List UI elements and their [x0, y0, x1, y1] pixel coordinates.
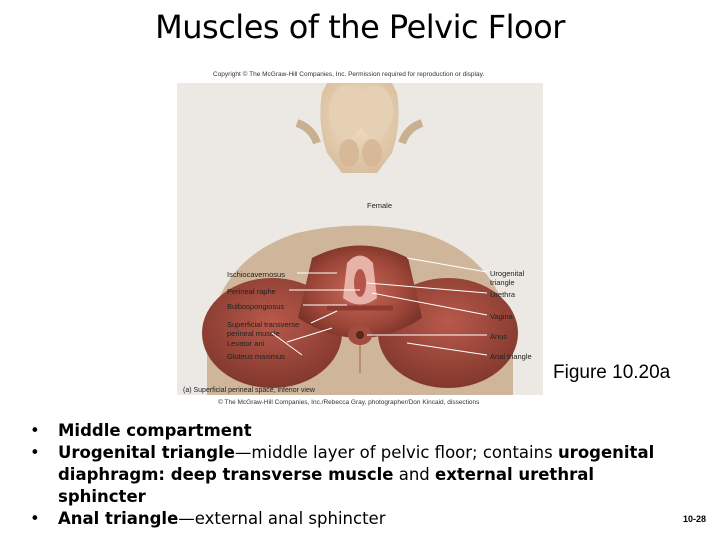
pelvic-floor-photo: Female Ischiocavernosus Perineal raphe B…: [177, 83, 543, 395]
bullet-dot: •: [30, 509, 40, 528]
label-gluteus-maximus: Gluteus maximus: [227, 352, 285, 361]
bullet-dot: •: [30, 443, 40, 462]
slide-title: Muscles of the Pelvic Floor: [155, 8, 565, 46]
label-female: Female: [367, 201, 393, 210]
pelvic-floor-illustration: [177, 83, 543, 395]
bullet-bold-text: urogenital diaphragm: deep transverse mu…: [58, 443, 655, 484]
label-urogenital-triangle: Urogenital triangle: [490, 269, 525, 287]
bullet-bold-text: external urethral sphincter: [58, 465, 594, 506]
bullet-text: —middle layer of pelvic floor; contains: [234, 443, 558, 462]
label-anus: Anus: [490, 332, 508, 341]
label-urethra: Urethra: [490, 290, 516, 299]
bullet-bold-text: Middle compartment: [58, 421, 252, 440]
label-vagina: Vagina: [490, 312, 513, 321]
page-number: 10-28: [683, 514, 707, 524]
label-levator-ani: Levator ani: [227, 339, 265, 348]
label-ischiocavernosus: Ischiocavernosus: [227, 270, 285, 279]
bullet-urogenital-triangle: • Urogenital triangle—middle layer of pe…: [30, 442, 670, 508]
label-bulbospongiosus: Bulbospongiosus: [227, 302, 285, 311]
label-superficial-transverse: Superficial transverse perineal muscle: [227, 320, 300, 338]
bullet-middle-compartment: • Middle compartment: [30, 420, 670, 442]
bullet-bold-text: Anal triangle: [58, 509, 179, 528]
label-perineal-raphe: Perineal raphe: [227, 287, 276, 296]
figure-credit: © The McGraw-Hill Companies, Inc./Rebecc…: [218, 399, 480, 406]
bullet-anal-triangle: • Anal triangle—external anal sphincter: [30, 508, 670, 530]
copyright-notice: Copyright © The McGraw-Hill Companies, I…: [213, 71, 485, 78]
bullet-bold-text: Urogenital triangle: [58, 443, 235, 462]
bullet-text: and: [393, 465, 436, 484]
bullet-dot: •: [30, 421, 40, 440]
label-anal-triangle: Anal triangle: [490, 352, 532, 361]
figure-reference: Figure 10.20a: [553, 362, 671, 383]
figure-caption: (a) Superficial perineal space, inferior…: [183, 387, 315, 394]
bullet-text: —external anal sphincter: [178, 509, 386, 528]
bullet-list: • Middle compartment • Urogenital triang…: [30, 420, 670, 530]
